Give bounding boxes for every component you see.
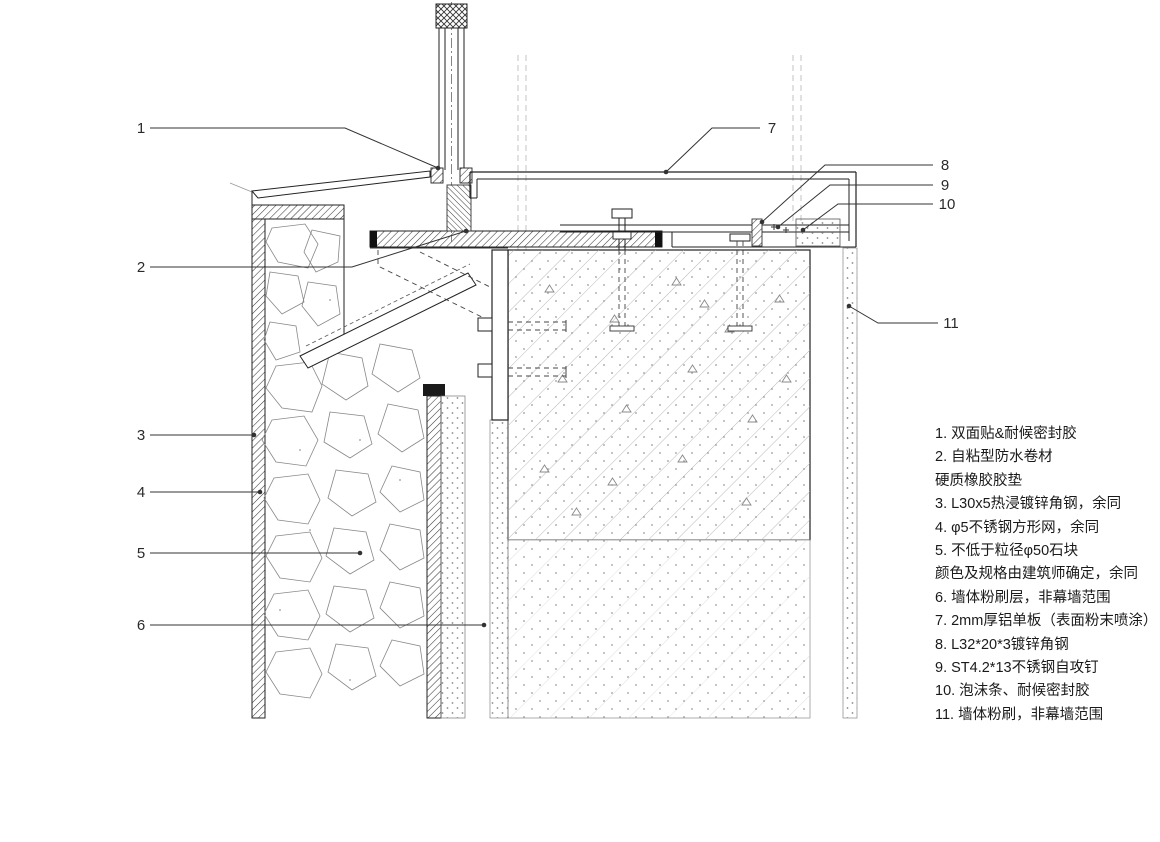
- legend-line-8: 8. L32*20*3镀锌角钢: [935, 636, 1069, 653]
- coping-flashing-left: [229, 170, 431, 205]
- callout-7-label: 7: [768, 120, 776, 137]
- mullion-connector: [446, 184, 472, 232]
- leader-1: [150, 127, 439, 169]
- coping-panel-right: [469, 171, 857, 248]
- callout-2-label: 2: [137, 259, 145, 276]
- coping-edge-assembly: [751, 218, 841, 247]
- callout-5-label: 5: [137, 545, 145, 562]
- leader-8: [761, 164, 933, 223]
- sloped-support-plate: [299, 263, 477, 369]
- legend-line-9: 9. ST4.2*13不锈钢自攻钉: [935, 660, 1099, 677]
- stone-fill-dots: [279, 299, 401, 681]
- angle-steel: [751, 218, 763, 247]
- legend-line-5b: 颜色及规格由建筑师确定，余同: [935, 566, 1138, 583]
- wall-inner-skin: [426, 395, 442, 719]
- gasket-left: [430, 167, 444, 184]
- stone-fill: [261, 223, 425, 699]
- anchor-bolts: [609, 208, 753, 332]
- leader-9: [777, 184, 933, 228]
- bracket-bolt-lower: [477, 363, 567, 378]
- mullion: [430, 2, 473, 242]
- legend-line-11: 11. 墙体粉刷，非幕墙范围: [935, 706, 1104, 723]
- leader-2: [150, 230, 467, 268]
- mullion-top-block: [435, 3, 468, 29]
- leader-dots: [251, 165, 852, 628]
- leader-7: [665, 127, 760, 173]
- legend-line-1: 1. 双面贴&耐候密封胶: [935, 426, 1077, 442]
- legend-line-5: 5. 不低于粒径φ50石块: [935, 543, 1079, 560]
- wall-inner-render: [440, 395, 466, 719]
- concrete-slab: [507, 249, 811, 719]
- callout-1-label: 1: [137, 120, 145, 137]
- legend-line-6: 6. 墙体粉刷层，非幕墙范围: [935, 589, 1111, 606]
- legend-line-2: 2. 自粘型防水卷材: [935, 449, 1053, 466]
- wall-inner-angle-cap: [423, 384, 445, 396]
- bracket-bolt-upper: [477, 317, 567, 332]
- callout-9-label: 9: [941, 177, 949, 194]
- callout-10-label: 10: [939, 196, 956, 213]
- render-layer-outer: [842, 247, 858, 719]
- legend-line-7: 7. 2mm厚铝单板（表面粉末喷涂）: [935, 613, 1158, 630]
- legend-line-10: 10. 泡沫条、耐候密封胶: [935, 683, 1090, 700]
- legend-line-2b: 硬质橡胶胶垫: [935, 472, 1022, 489]
- wall-outer-skin: [251, 218, 266, 719]
- callout-6-label: 6: [137, 617, 145, 634]
- legend-line-3: 3. L30x5热浸镀锌角钢，余同: [935, 496, 1122, 513]
- steel-bracket: [377, 249, 567, 421]
- leader-11: [848, 305, 938, 324]
- callout-3-label: 3: [137, 427, 145, 444]
- gasket-right: [459, 167, 473, 184]
- callout-8-label: 8: [941, 157, 949, 174]
- callout-11-label: 11: [943, 315, 959, 332]
- wall-top-strip: [251, 204, 345, 220]
- render-layer-inner: [489, 419, 509, 719]
- leader-lines: [150, 127, 938, 626]
- foam-rod-sealant: [795, 218, 841, 247]
- guide-lines: [517, 55, 802, 250]
- legend-line-4: 4. φ5不锈钢方形网，余同: [935, 519, 1100, 536]
- left-wall: [251, 204, 466, 719]
- anchor-bolt-left: [609, 208, 635, 332]
- leader-10: [802, 203, 933, 231]
- callout-numbers: 1 2 3 4 5 6 7 8 9 10 11: [137, 120, 959, 634]
- callout-4-label: 4: [137, 484, 145, 501]
- anchor-bolt-right: [727, 233, 753, 332]
- waterproof-membrane: [369, 230, 663, 249]
- legend: 1. 双面贴&耐候密封胶 2. 自粘型防水卷材 硬质橡胶胶垫 3. L30x5热…: [935, 423, 1157, 727]
